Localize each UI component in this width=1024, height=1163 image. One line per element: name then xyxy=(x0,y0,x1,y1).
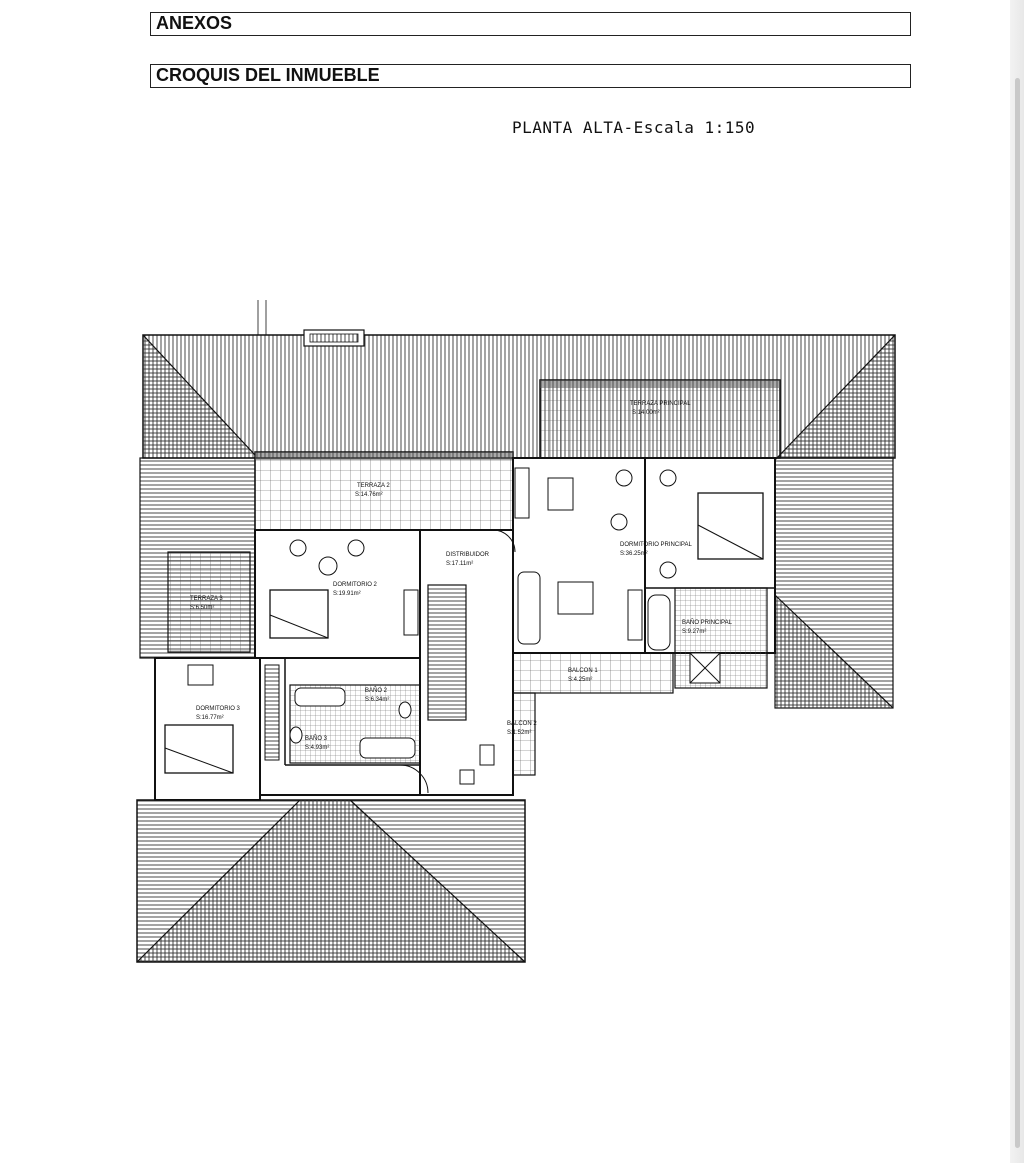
label-hallway: DISTRIBUIDOR xyxy=(446,552,490,558)
scrollbar[interactable] xyxy=(1015,78,1020,1148)
area-bedroom-3: S:16.77m² xyxy=(196,715,224,721)
label-main-terrace: TERRAZA PRINCIPAL xyxy=(630,401,691,407)
terrace-2 xyxy=(254,451,514,531)
area-terrace-3: S:6.50m² xyxy=(190,605,214,611)
area-master-bathroom: S:9.27m² xyxy=(682,629,706,635)
label-bathroom-3: BAÑO 3 xyxy=(305,735,328,742)
property-sketch-heading: CROQUIS DEL INMUEBLE xyxy=(150,64,911,88)
area-terrace-2: S:14.76m² xyxy=(355,492,383,498)
label-terrace-3: TERRAZA 3 xyxy=(190,596,223,602)
label-master-bedroom: DORMITORIO PRINCIPAL xyxy=(620,542,692,548)
area-bedroom-2: S:19.91m² xyxy=(333,591,361,597)
balcony-2 xyxy=(512,692,536,776)
furniture xyxy=(187,467,677,794)
area-balcony-1: S:4.25m² xyxy=(568,677,592,683)
main-terrace xyxy=(539,379,781,459)
plan-title: PLANTA ALTA-Escala 1:150 xyxy=(512,118,756,137)
bathrooms-2-3 xyxy=(289,684,421,764)
balcony-1 xyxy=(512,652,674,694)
main-bathroom xyxy=(647,587,768,689)
area-hallway: S:17.11m² xyxy=(446,561,473,567)
area-bathroom-3: S:4.93m² xyxy=(305,745,329,751)
chimney xyxy=(257,300,365,347)
label-bathroom-2: BAÑO 2 xyxy=(365,687,388,694)
area-master-bedroom: S:36.25m² xyxy=(620,551,648,557)
area-balcony-2: S:1.52m² xyxy=(507,730,531,736)
roof-lower xyxy=(136,799,526,963)
label-balcony-2: BALCON 2 xyxy=(507,721,537,727)
roof-upper xyxy=(142,334,896,461)
area-bathroom-2: S:6.34m² xyxy=(365,697,389,703)
label-bedroom-3: DORMITORIO 3 xyxy=(196,706,241,712)
room-labels: TERRAZA PRINCIPAL S:14.00m² TERRAZA 2 S:… xyxy=(190,401,733,751)
terrace-3 xyxy=(167,551,251,653)
area-main-terrace: S:14.00m² xyxy=(632,410,660,416)
beds xyxy=(164,492,764,774)
label-balcony-1: BALCON 1 xyxy=(568,668,598,674)
label-master-bathroom: BAÑO PRINCIPAL xyxy=(682,619,733,626)
staircase xyxy=(427,584,467,721)
roof-right xyxy=(774,457,894,709)
label-terrace-2: TERRAZA 2 xyxy=(357,483,390,489)
label-bedroom-2: DORMITORIO 2 xyxy=(333,582,378,588)
annexes-heading: ANEXOS xyxy=(150,12,911,36)
